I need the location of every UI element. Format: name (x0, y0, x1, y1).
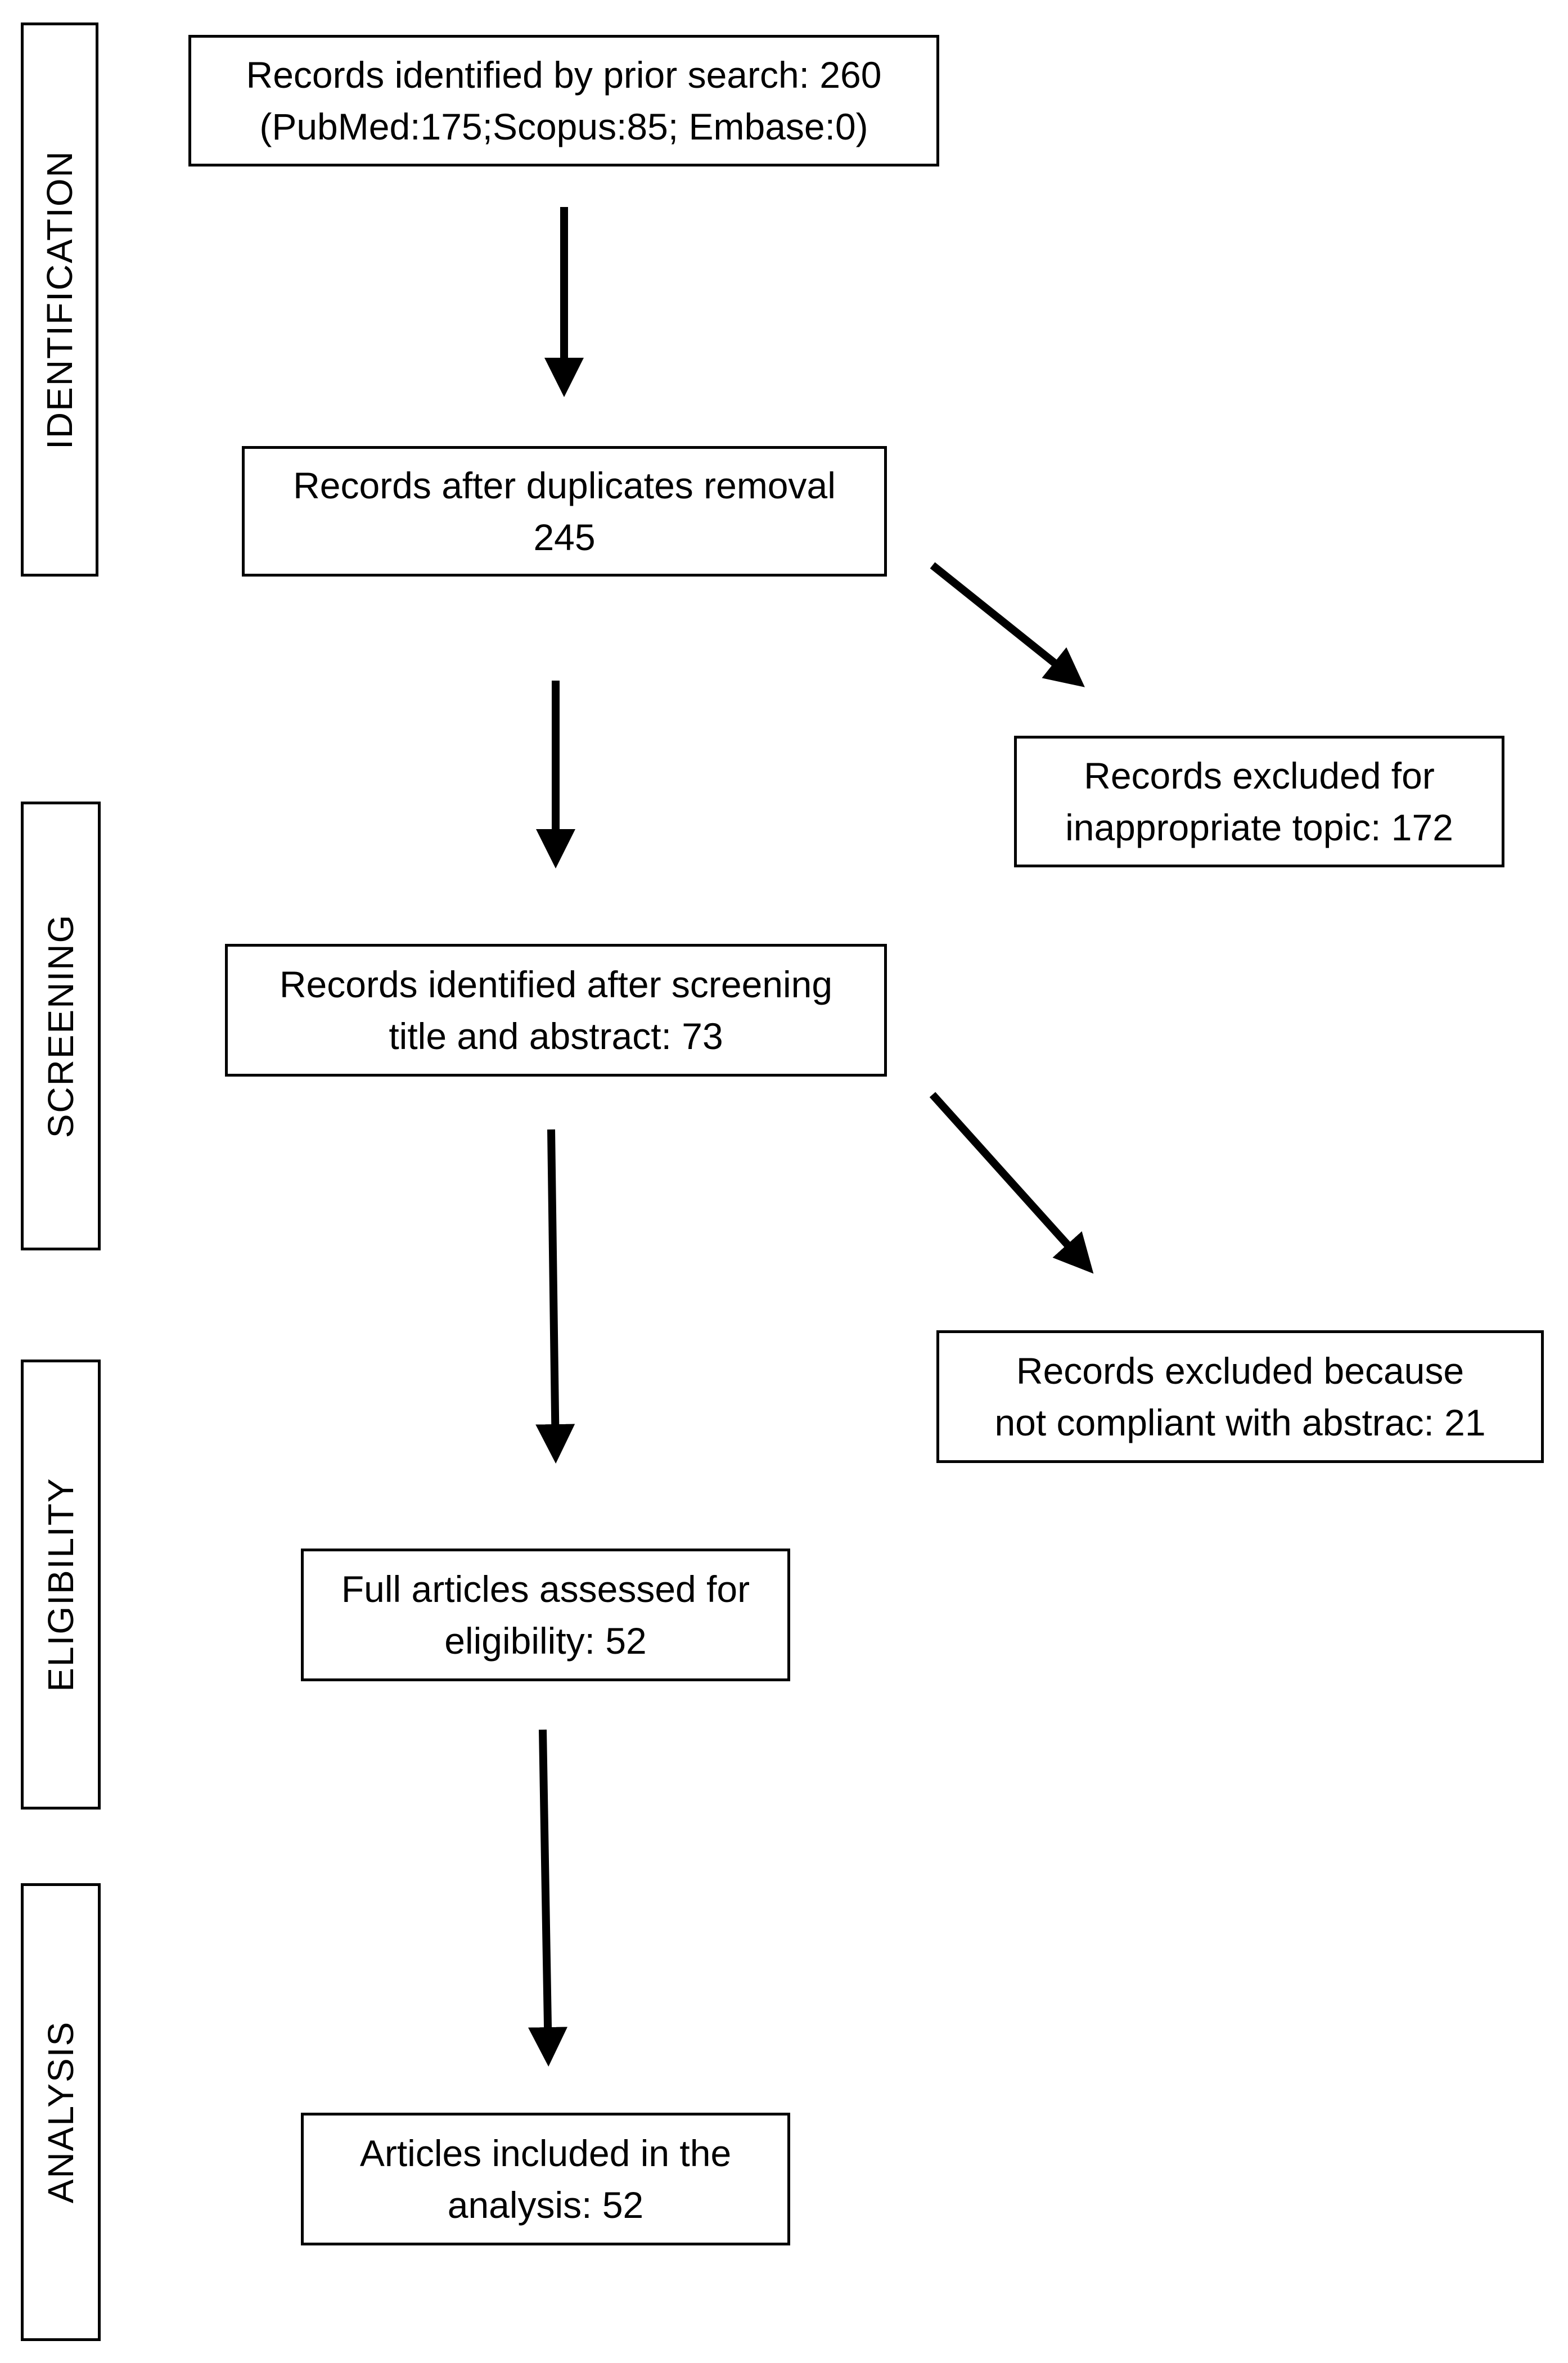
box-excluded-abstract: Records excluded because not compliant w… (936, 1330, 1544, 1463)
phase-eligibility: ELIGIBILITY (21, 1360, 101, 1810)
excluded-abstract-line2: not compliant with abstrac: 21 (994, 1402, 1486, 1443)
excluded-topic-line2: inappropriate topic: 172 (1065, 807, 1453, 848)
arrow-full-articles-to-included (528, 1729, 568, 2067)
box-excluded-topic: Records excluded for inappropriate topic… (1014, 736, 1504, 867)
full-articles-line1: Full articles assessed for (341, 1568, 750, 1610)
phase-analysis: ANALYSIS (21, 1883, 101, 2341)
full-articles-line2: eligibility: 52 (444, 1620, 647, 1662)
box-included: Articles included in the analysis: 52 (301, 2113, 790, 2245)
excluded-topic-line1: Records excluded for (1084, 754, 1435, 796)
arrow-screening-to-full-articles (535, 1129, 575, 1464)
box-after-screening: Records identified after screening title… (225, 944, 887, 1077)
box-full-articles: Full articles assessed for eligibility: … (301, 1549, 790, 1681)
included-line1: Articles included in the (359, 2132, 732, 2174)
box-duplicates-removed: Records after duplicates removal 245 (242, 446, 887, 577)
included-line2: analysis: 52 (447, 2184, 644, 2226)
excluded-abstract-line1: Records excluded because (1016, 1349, 1465, 1392)
box-prior-search: Records identified by prior search: 260 … (188, 35, 939, 166)
arrow-screening-to-excluded-abstract (929, 1092, 1094, 1274)
after-screening-line1: Records identified after screening (279, 963, 833, 1005)
prior-search-line1: Records identified by prior search: 260 (246, 53, 882, 96)
arrow-dedup-to-excluded-topic (930, 562, 1085, 687)
phase-screening: SCREENING (21, 802, 101, 1250)
prior-search-line2: (PubMed:175;Scopus:85; Embase:0) (259, 106, 868, 147)
duplicates-removed-line2: 245 (533, 516, 596, 558)
duplicates-removed-line1: Records after duplicates removal (293, 464, 836, 506)
after-screening-line2: title and abstract: 73 (389, 1015, 723, 1057)
phase-identification: IDENTIFICATION (21, 22, 98, 577)
